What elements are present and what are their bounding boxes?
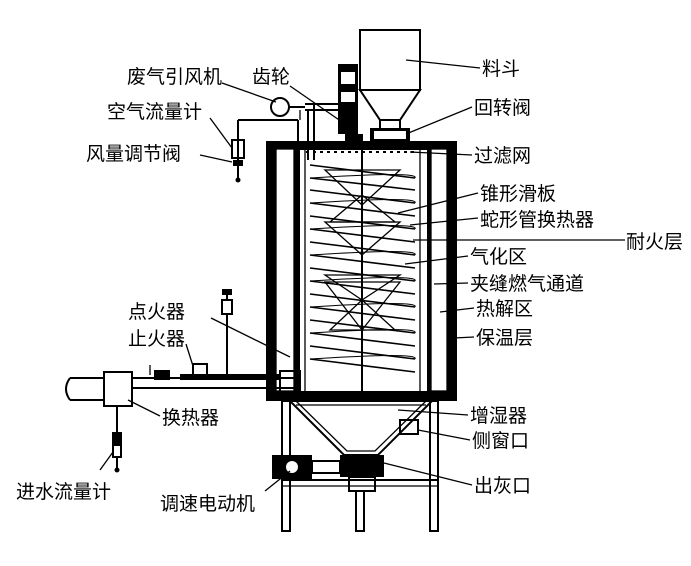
leader-lines — [99, 59, 625, 492]
support-legs — [281, 400, 439, 532]
label-cone-slide: 锥形滑板 — [480, 183, 556, 205]
side-window — [399, 419, 419, 435]
labels: 料斗 回转阀 过滤网 锥形滑板 蛇形管换热器 耐火层 气化区 夹缝燃气通道 热解… — [16, 58, 683, 515]
label-gasification-zone: 气化区 — [470, 246, 527, 268]
label-air-flowmeter: 空气流量计 — [107, 101, 202, 123]
label-refractory-layer: 耐火层 — [626, 231, 683, 253]
inlet-pipe — [65, 370, 301, 407]
water-flowmeter — [112, 406, 122, 473]
hopper — [358, 29, 422, 131]
label-coil-exchanger: 蛇形管换热器 — [480, 209, 594, 231]
rotary-valve — [370, 128, 410, 142]
label-igniter: 点火器 — [128, 301, 185, 323]
flame-arrester — [149, 363, 208, 380]
air-system — [231, 103, 340, 183]
label-rotary-valve: 回转阀 — [474, 97, 531, 119]
label-side-window: 侧窗口 — [472, 430, 529, 452]
bottom-cone — [266, 391, 457, 492]
label-exhaust-fan: 废气引风机 — [127, 66, 222, 88]
label-water-flowmeter: 进水流量计 — [16, 481, 111, 503]
speed-motor — [272, 455, 341, 479]
label-ash-outlet: 出灰口 — [474, 475, 531, 497]
label-heat-exchanger: 换热器 — [162, 407, 219, 429]
label-speed-motor: 调速电动机 — [160, 493, 255, 515]
label-gear: 齿轮 — [252, 66, 290, 88]
gear-assembly — [338, 64, 363, 144]
label-humidifier: 增湿器 — [470, 405, 527, 427]
label-flame-arrester: 止火器 — [128, 328, 185, 350]
ash-outlet-block — [340, 455, 384, 477]
label-insulation-layer: 保温层 — [476, 327, 533, 349]
label-pyrolysis-zone: 热解区 — [476, 298, 533, 320]
label-filter-screen: 过滤网 — [474, 145, 531, 167]
coil-exchanger — [309, 164, 416, 373]
igniter — [221, 289, 233, 376]
label-air-damper: 风量调节阀 — [86, 143, 181, 165]
exhaust-fan — [270, 97, 305, 117]
label-gas-channel: 夹缝燃气通道 — [470, 273, 584, 295]
label-hopper: 料斗 — [482, 58, 520, 80]
